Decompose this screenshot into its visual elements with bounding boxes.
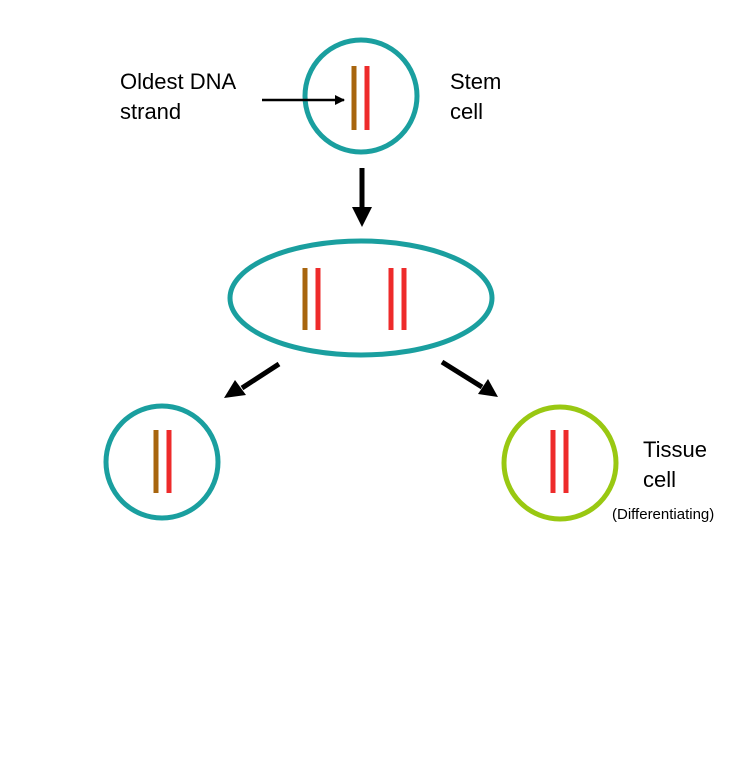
oldest-dna-label-line1: Oldest DNA [120, 69, 236, 94]
tissue-cell-note: (Differentiating) [612, 506, 714, 523]
division-arrow-down [352, 168, 372, 227]
arrow-to-tissue-daughter [440, 359, 498, 397]
stem-cell-membrane [302, 37, 420, 155]
stem-cell [302, 37, 420, 155]
dividing-cell-membrane [227, 238, 495, 358]
stem-cell-label-line1: Stem [450, 69, 501, 94]
stem-cell-label-line2: cell [450, 99, 483, 124]
arrow-to-stem-daughter [224, 361, 281, 398]
stem-daughter-membrane [103, 403, 221, 521]
tissue-cell-membrane [501, 404, 619, 522]
stem-daughter-cell [103, 403, 221, 521]
tissue-cell-label-line2: cell [643, 467, 676, 492]
dividing-cell [227, 238, 495, 358]
tissue-cell-label-line1: Tissue [643, 437, 707, 462]
oldest-dna-label-line2: strand [120, 99, 181, 124]
tissue-cell [501, 404, 619, 522]
